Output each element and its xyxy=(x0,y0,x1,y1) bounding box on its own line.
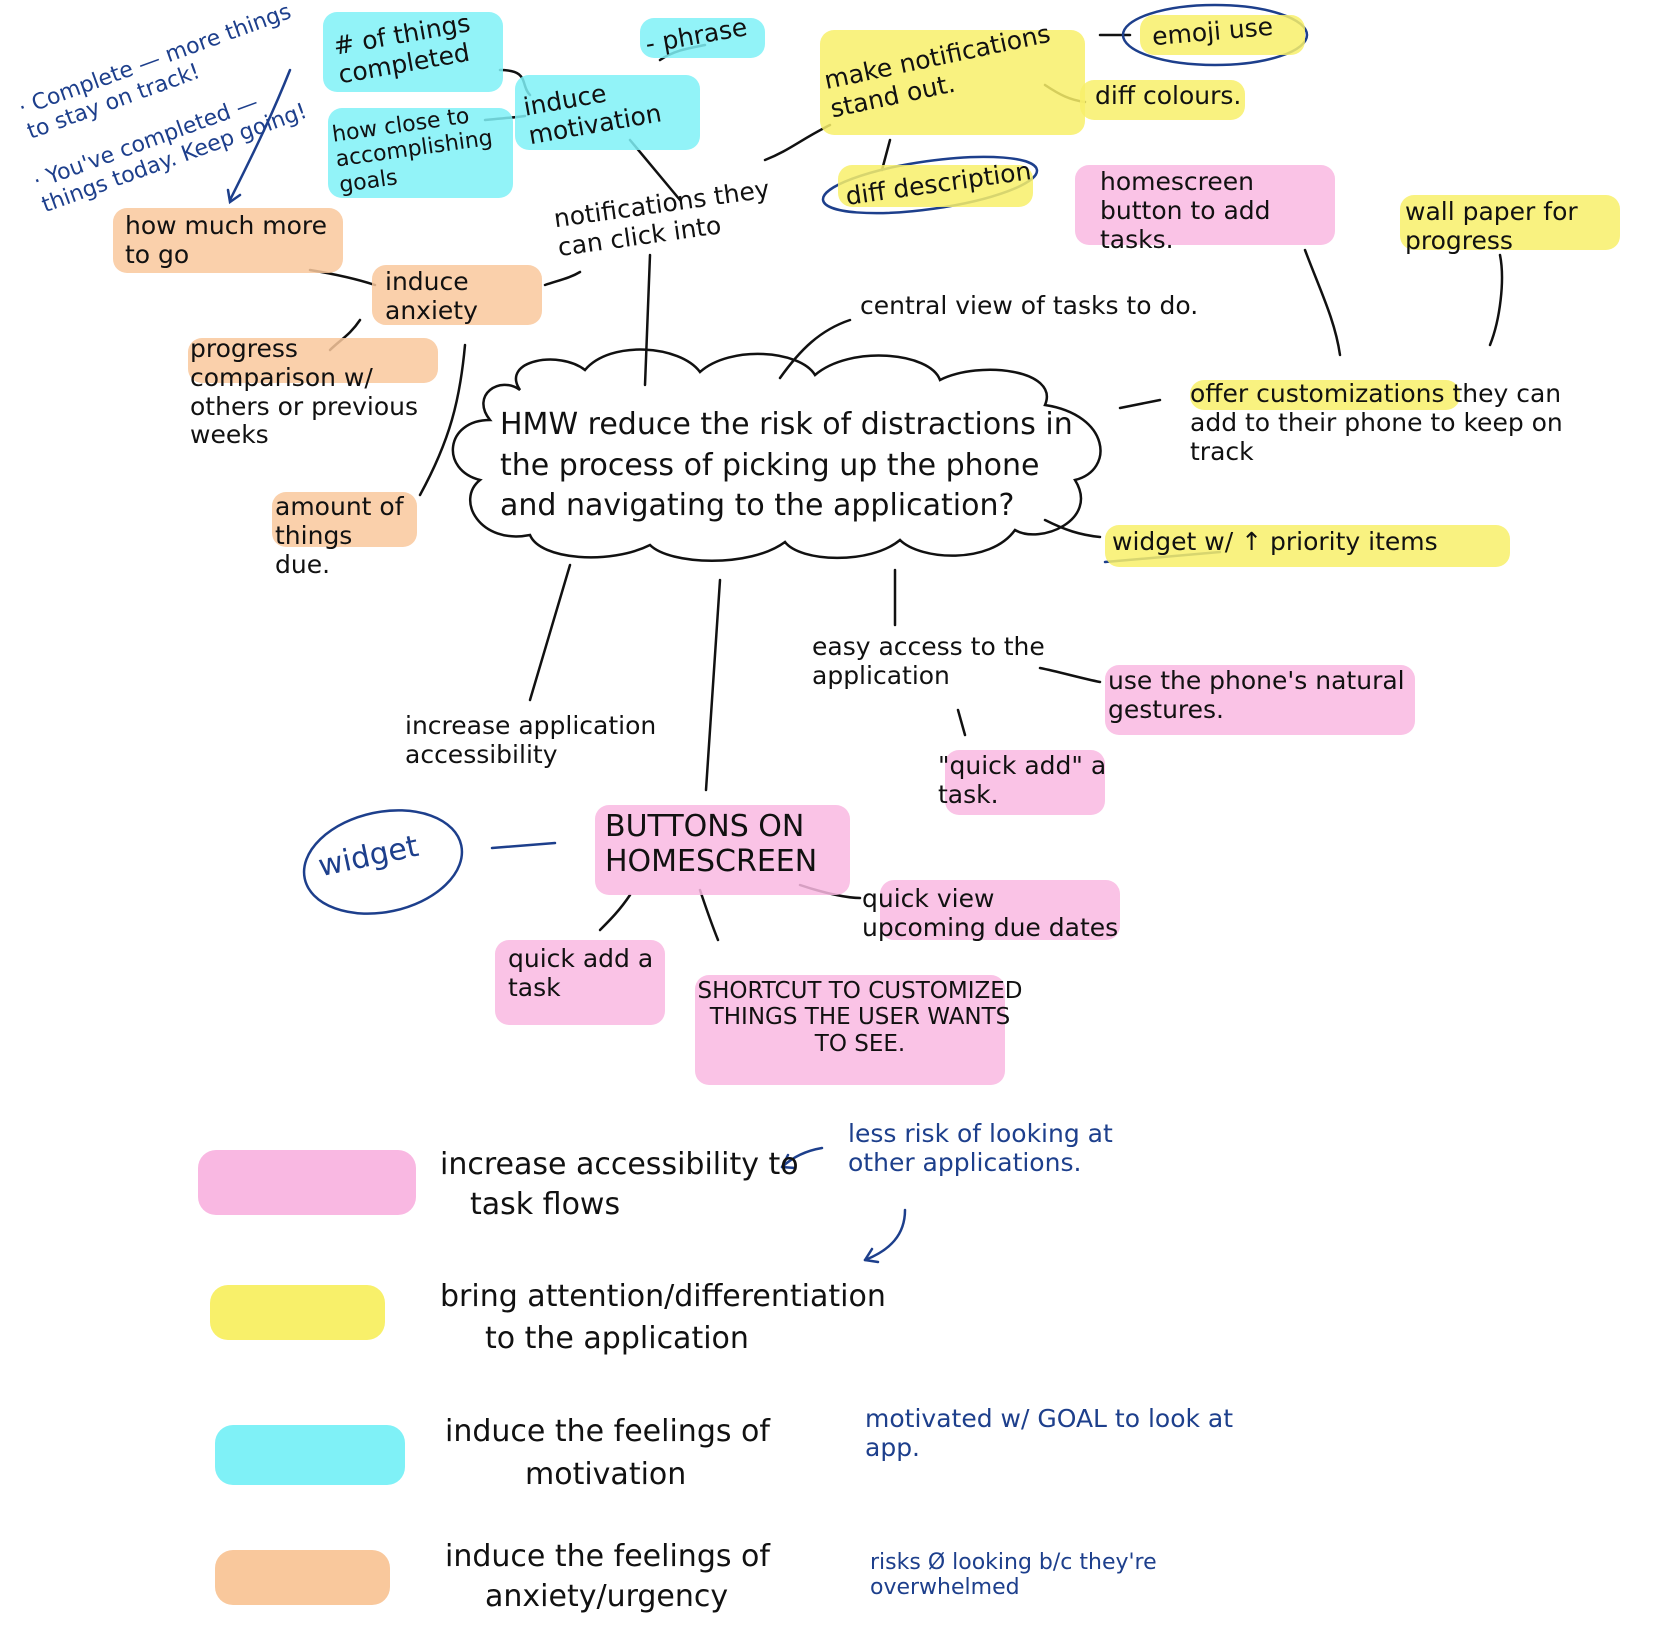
node-induce-anxiety: induce anxiety xyxy=(385,267,478,325)
highlight-how-much-more xyxy=(113,208,343,273)
legend-swatch-orange xyxy=(215,1550,390,1605)
node-homescreen-button: homescreen button to add tasks. xyxy=(1100,167,1271,254)
legend-swatch-cyan xyxy=(215,1425,405,1485)
highlight-emoji xyxy=(1140,15,1305,55)
highlight-homescreen-button xyxy=(1075,165,1335,245)
highlight-how-close xyxy=(328,108,513,198)
legend-label-cyan-1: induce the feelings of xyxy=(445,1414,770,1449)
node-easy-access: easy access to the application xyxy=(812,632,1045,690)
highlight-quick-view xyxy=(880,880,1120,940)
widget-ellipse xyxy=(302,809,464,915)
highlight-diff-colours xyxy=(1080,80,1245,120)
highlight-buttons-homescreen xyxy=(595,805,850,895)
legend-note-pink: less risk of looking at other applicatio… xyxy=(848,1119,1113,1177)
highlight-quick-add-task xyxy=(495,940,665,1025)
node-quick-view: quick view upcoming due dates xyxy=(862,884,1119,942)
highlight-progress-comparison xyxy=(188,338,438,383)
highlight-induce-motivation xyxy=(515,75,700,150)
node-wallpaper: wall paper for progress xyxy=(1405,197,1578,255)
highlight-phrase xyxy=(640,18,765,58)
node-natural-gestures: use the phone's natural gestures. xyxy=(1108,666,1405,724)
emoji-ellipse xyxy=(1121,3,1309,67)
node-offer-customizations: offer customizations they can add to the… xyxy=(1190,379,1563,466)
central-question: HMW reduce the risk of distractions in t… xyxy=(500,407,1073,523)
highlight-induce-anxiety xyxy=(372,265,542,325)
node-shortcut: SHORTCUT TO CUSTOMIZED THINGS THE USER W… xyxy=(697,978,1023,1057)
node-diff-colours: diff colours. xyxy=(1095,81,1242,110)
node-amount-due: amount of things due. xyxy=(275,492,404,579)
central-cloud-outline xyxy=(451,348,1102,562)
highlight-make-notifications xyxy=(820,30,1085,135)
highlight-things-completed xyxy=(323,12,503,92)
legend-label-orange-1: induce the feelings of xyxy=(445,1539,770,1574)
highlight-offer-customizations xyxy=(1190,380,1460,410)
node-central-view: central view of tasks to do. xyxy=(860,291,1199,320)
legend-note-orange: risks Ø looking b/c they're overwhelmed xyxy=(870,1550,1157,1601)
highlight-wallpaper xyxy=(1400,195,1620,250)
node-progress-comparison: progress comparison w/ others or previou… xyxy=(190,334,418,450)
legend-swatch-pink xyxy=(198,1150,416,1215)
highlight-diff-description xyxy=(838,165,1033,207)
highlight-shortcut xyxy=(695,975,1005,1085)
highlight-natural-gestures xyxy=(1105,665,1415,735)
node-quick-add-task: quick add a task xyxy=(508,944,654,1002)
node-widget-priority: widget w/ ↑ priority items xyxy=(1112,527,1438,556)
highlight-widget-priority xyxy=(1105,525,1510,567)
legend-label-yellow-1: bring attention/differentiation xyxy=(440,1279,886,1314)
highlight-amount-due xyxy=(272,492,417,547)
node-increase-accessibility: increase application accessibility xyxy=(405,711,657,769)
highlight-quick-add-quote xyxy=(945,750,1105,815)
legend-note-cyan: motivated w/ GOAL to look at app. xyxy=(865,1404,1234,1462)
legend-label-cyan-2: motivation xyxy=(525,1457,687,1492)
legend-label-orange-2: anxiety/urgency xyxy=(485,1579,729,1614)
node-quick-add-quote: "quick add" a task. xyxy=(938,751,1107,809)
legend-label-yellow-2: to the application xyxy=(485,1321,749,1356)
node-buttons-homescreen: BUTTONS ON HOMESCREEN xyxy=(605,809,818,879)
legend-label-pink-2: task flows xyxy=(470,1187,621,1222)
node-how-much-more: how much more to go xyxy=(125,211,328,269)
legend-label-pink-1: increase accessibility to xyxy=(440,1147,799,1182)
diff-description-ellipse xyxy=(821,155,1039,215)
legend-swatch-yellow xyxy=(210,1285,385,1340)
